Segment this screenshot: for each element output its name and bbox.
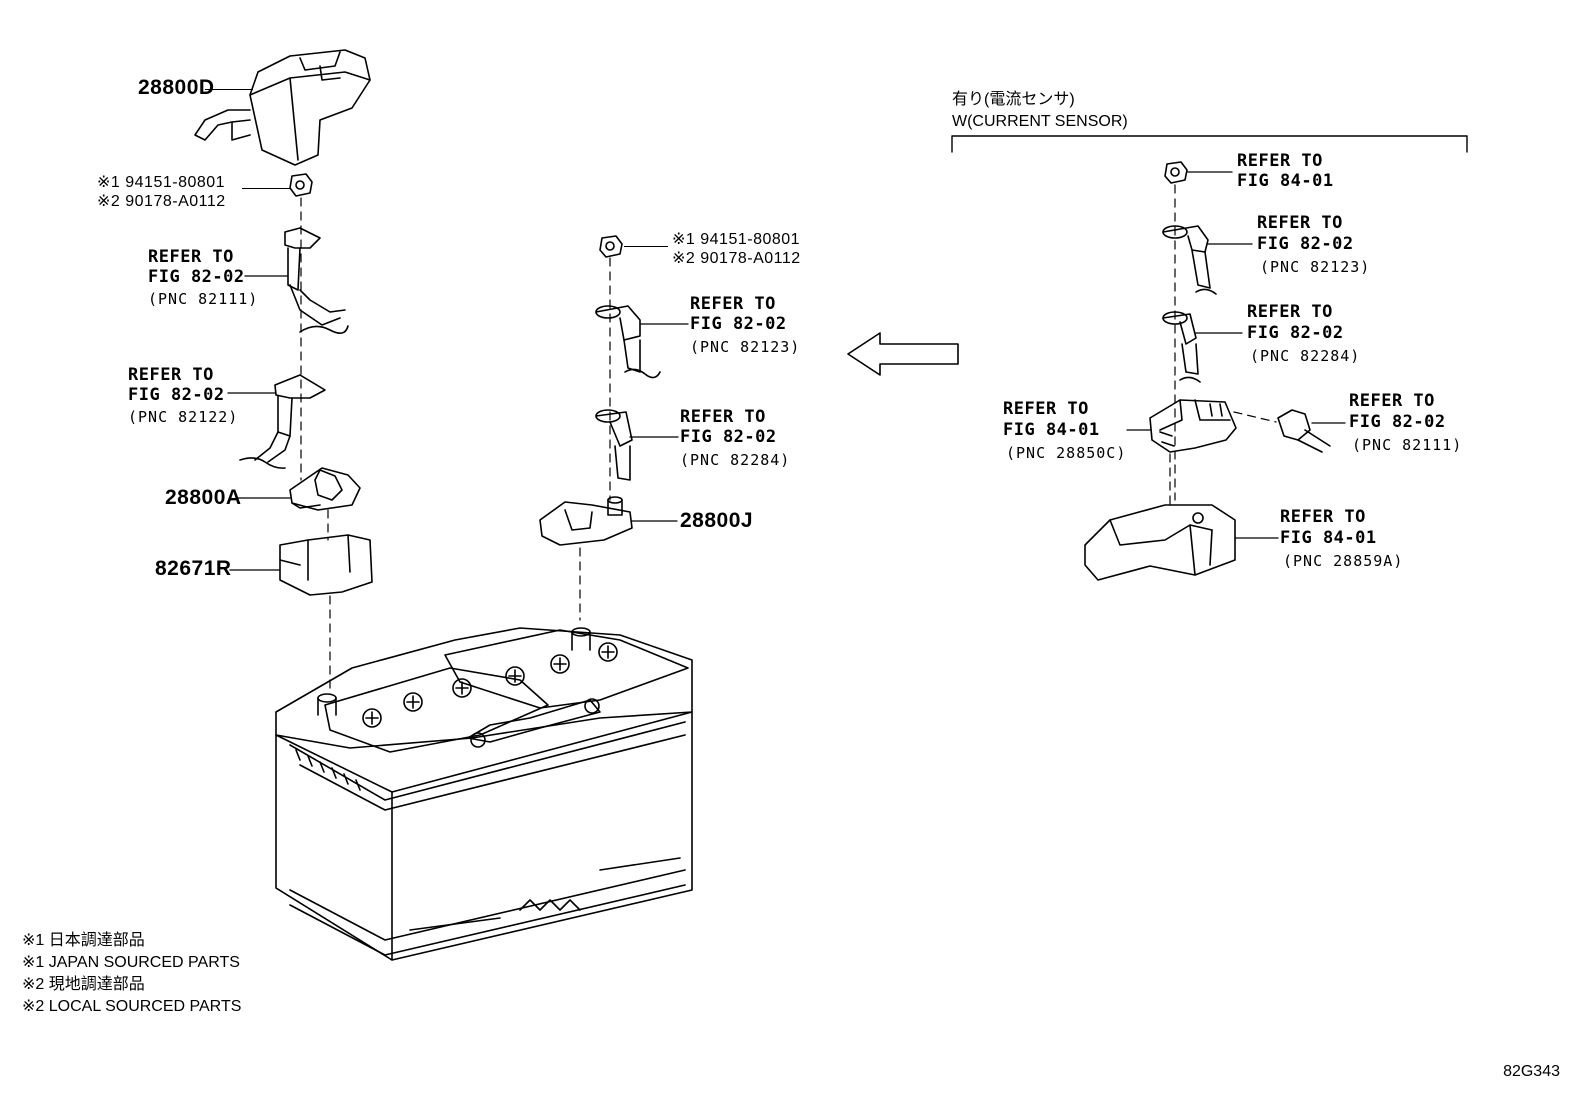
holder-part-number[interactable]: 82671R [155,557,232,580]
fig-link[interactable]: FIG 82-02 [1257,234,1354,254]
battery-icon [275,627,693,961]
refer-label: REFER TO [1003,399,1089,419]
hex-nut-icon [1164,161,1188,184]
fig-link[interactable]: FIG 82-02 [1349,412,1446,432]
figure-id: 82G343 [1503,1063,1560,1080]
terminal-cover-icon [194,49,371,166]
terminal-holder-icon [279,534,373,596]
sensor-bracket-icon [1084,504,1236,581]
cable-terminal-icon [595,409,633,481]
refer-label: REFER TO [128,365,214,385]
cable-terminal-icon [1162,225,1217,295]
terminal-part-number[interactable]: 28800A [165,486,242,509]
pnc-label: (PNC 82123) [690,338,801,356]
hex-nut-icon [599,235,623,258]
refer-label: REFER TO [1349,391,1435,411]
cable-terminal-icon [239,374,326,469]
refer-label: REFER TO [1257,213,1343,233]
nut-part-local[interactable]: ※2 90178-A0112 [97,193,226,210]
fig-link[interactable]: FIG 82-02 [1247,323,1344,343]
group-header-jp: 有り(電流センサ) [952,91,1075,108]
connector-icon [1277,409,1331,453]
leader-line [242,188,290,189]
pnc-label: (PNC 82122) [128,408,239,426]
nut-part-local[interactable]: ※2 90178-A0112 [672,250,801,267]
pnc-label: (PNC 28859A) [1283,552,1404,570]
refer-label: REFER TO [148,247,234,267]
pnc-label: (PNC 82284) [1250,347,1361,365]
fig-link[interactable]: FIG 84-01 [1280,528,1377,548]
leader-line [205,89,253,90]
footnote: ※1 JAPAN SOURCED PARTS [22,954,240,971]
footnote: ※2 LOCAL SOURCED PARTS [22,998,242,1015]
footnote: ※2 現地調達部品 [22,976,145,993]
pnc-label: (PNC 82284) [680,451,791,469]
pnc-label: (PNC 82123) [1260,258,1371,276]
cable-terminal-icon [1162,311,1201,383]
refer-label: REFER TO [1237,151,1323,171]
refer-label: REFER TO [680,407,766,427]
fig-link[interactable]: FIG 82-02 [690,314,787,334]
refer-label: REFER TO [690,294,776,314]
battery-terminal-icon [539,496,633,546]
battery-terminal-icon [289,467,361,511]
group-bracket [951,135,1468,153]
current-sensor-icon [1149,399,1237,453]
fig-link[interactable]: FIG 82-02 [680,427,777,447]
refer-label: REFER TO [1247,302,1333,322]
nut-part-japan[interactable]: ※1 94151-80801 [672,231,801,248]
hex-nut-icon [289,173,313,197]
terminal-part-number[interactable]: 28800J [680,509,754,532]
fig-link[interactable]: FIG 84-01 [1237,171,1334,191]
pnc-label: (PNC 82111) [1352,436,1463,454]
pnc-label: (PNC 82111) [148,290,259,308]
pnc-label: (PNC 28850C) [1006,444,1127,462]
nut-part-japan[interactable]: ※1 94151-80801 [97,174,226,191]
cable-terminal-icon [595,305,661,379]
cover-part-number[interactable]: 28800D [138,76,215,99]
leader-line [624,246,668,247]
refer-label: REFER TO [1280,507,1366,527]
footnote: ※1 日本調達部品 [22,932,145,949]
fig-link[interactable]: FIG 82-02 [128,385,225,405]
fig-link[interactable]: FIG 82-02 [148,267,245,287]
cable-terminal-icon [284,227,349,334]
group-header-en: W(CURRENT SENSOR) [952,113,1128,130]
fig-link[interactable]: FIG 84-01 [1003,420,1100,440]
arrow-left-icon [847,332,959,376]
